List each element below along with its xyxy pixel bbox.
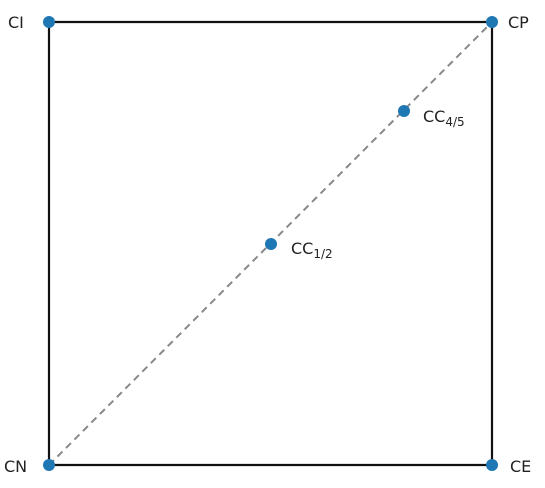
- corner-label-ce: CE: [510, 457, 531, 476]
- corner-label-cp: CP: [508, 13, 529, 32]
- diagonal-point-cc-1-2: [265, 238, 277, 250]
- corner-point-cn: [43, 459, 55, 471]
- point-label-cc-1-2: CC1/2: [291, 239, 333, 261]
- corner-point-ce: [486, 459, 498, 471]
- corner-point-cp: [486, 16, 498, 28]
- point-label-cc-4-5: CC4/5: [423, 107, 465, 129]
- point-label-cc-4-5-subscript: 4/5: [445, 115, 464, 129]
- point-label-cc-1-2-subscript: 1/2: [313, 247, 332, 261]
- diagonal-point-cc-4-5: [398, 105, 410, 117]
- corner-point-ci: [43, 16, 55, 28]
- point-label-cc-4-5-base: CC: [423, 107, 445, 126]
- point-label-cc-1-2-base: CC: [291, 239, 313, 258]
- corner-label-cn: CN: [4, 457, 27, 476]
- corner-label-ci: CI: [8, 13, 24, 32]
